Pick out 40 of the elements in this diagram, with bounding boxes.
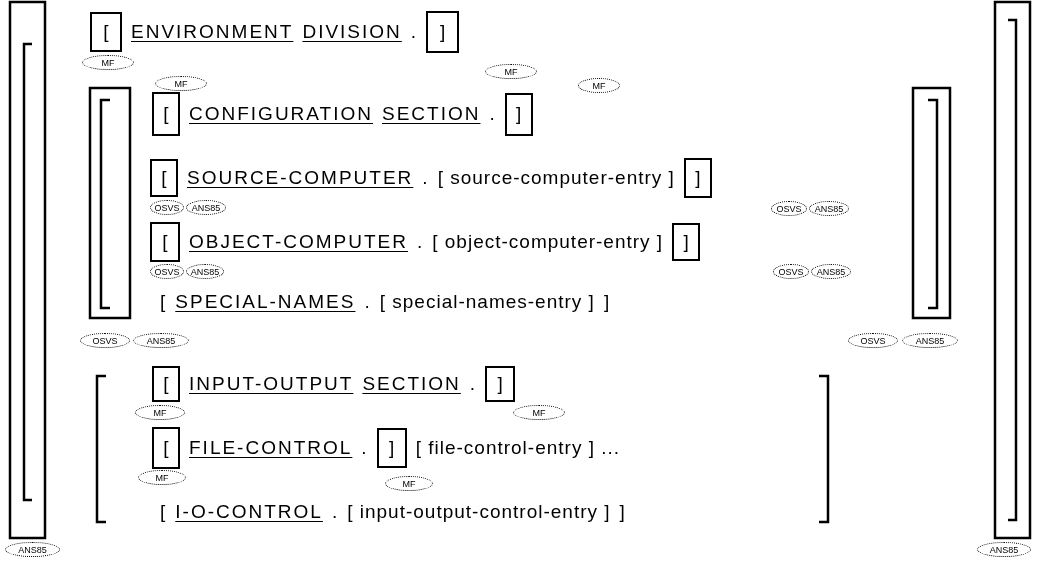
syntax-symbol: . [416,231,424,253]
bracket-box: [ [150,222,180,262]
syntax-symbol: . [469,373,477,395]
syntax-symbol: . [489,103,496,125]
reserved-word: INPUT-OUTPUT [189,373,354,395]
syntax-symbol: . [422,167,429,189]
syntax-symbol: . [361,437,368,459]
reserved-word: SOURCE-COMPUTER [187,167,414,189]
syntax-symbol: ] [619,501,626,523]
bracket-box: ] [376,428,407,468]
bracket-box: ] [426,11,460,53]
reserved-word: SECTION [362,373,461,395]
bracket-box: [ [152,427,180,469]
syntax-symbol: ] [603,291,611,313]
syntax-symbol: . [410,21,418,43]
syntax-entry: [ file-control-entry ] ... [415,437,621,459]
bracket-box: ] [683,158,712,198]
reserved-word: DIVISION [302,21,402,43]
bracket-box: [ [90,12,122,52]
syntax-entry: [ input-output-control-entry ] [347,501,611,523]
syntax-entry: [ source-computer-entry ] [437,167,675,189]
syntax-symbol: [ [160,501,167,523]
bracket-box: ] [672,223,701,261]
bracket-box: ] [485,366,516,402]
syntax-symbol: . [364,291,371,313]
syntax-symbol: [ [160,291,167,313]
syntax-entry: [ special-names-entry ] [379,291,595,313]
reserved-word: SPECIAL-NAMES [175,291,356,313]
reserved-word: I-O-CONTROL [175,501,323,523]
bracket-box: ] [504,92,533,136]
bracket-box: [ [152,92,180,136]
reserved-word: CONFIGURATION [189,103,373,125]
reserved-word: SECTION [382,103,481,125]
syntax-symbol: . [331,501,339,523]
reserved-word: ENVIRONMENT [131,21,294,43]
bracket-box: [ [152,366,180,402]
syntax-entry: [ object-computer-entry ] [432,231,664,253]
reserved-word: OBJECT-COMPUTER [189,231,408,253]
bracket-box: [ [150,159,178,197]
reserved-word: FILE-CONTROL [189,437,353,459]
